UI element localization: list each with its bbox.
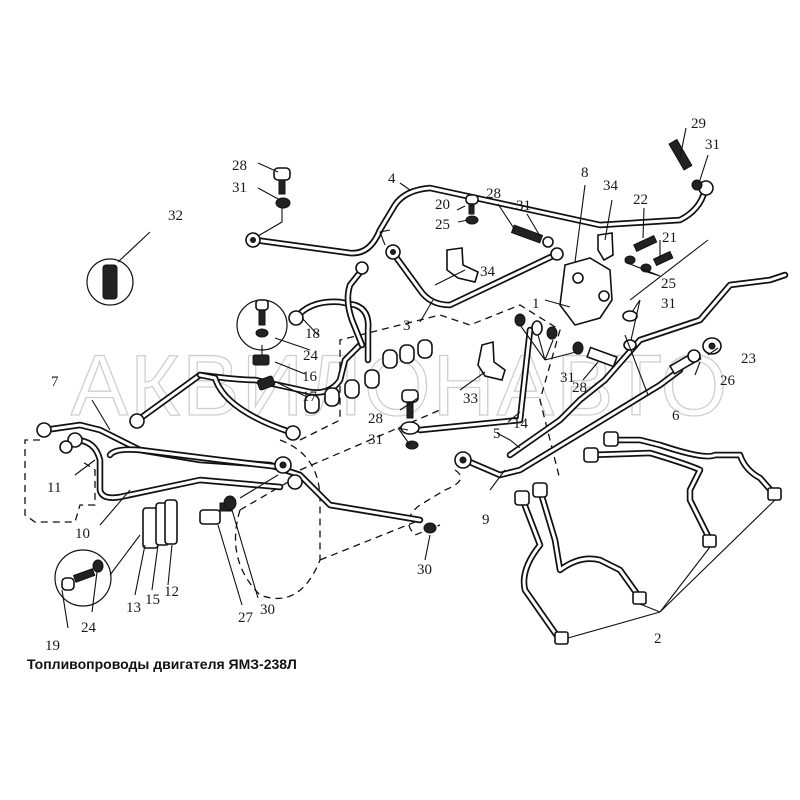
callout-20: 20 <box>435 197 450 213</box>
callout-15: 15 <box>145 592 160 608</box>
callout-28: 28 <box>232 158 247 174</box>
callout-31: 31 <box>560 370 575 386</box>
callout-13: 13 <box>126 600 141 616</box>
callout-31: 31 <box>232 180 247 196</box>
callout-2: 2 <box>654 631 662 647</box>
callout-31: 31 <box>705 137 720 153</box>
injector-pipes-upper <box>129 261 372 441</box>
callout-3: 3 <box>403 318 411 334</box>
callout-8: 8 <box>581 165 589 181</box>
callout-6: 6 <box>672 408 680 424</box>
bracket-8 <box>559 257 613 326</box>
callout-29: 29 <box>691 116 706 132</box>
pipes-2 <box>514 431 782 645</box>
callout-34: 34 <box>603 178 619 194</box>
callout-7: 7 <box>51 374 59 390</box>
callout-24: 24 <box>81 620 97 636</box>
callout-26: 26 <box>720 373 736 389</box>
callout-14: 14 <box>513 416 529 432</box>
callouts: 28 31 4 20 25 28 31 8 34 22 21 25 29 31 … <box>45 116 756 654</box>
small-parts <box>142 138 722 549</box>
callout-28: 28 <box>572 380 587 396</box>
callout-23: 23 <box>741 351 756 367</box>
callout-10: 10 <box>75 526 90 542</box>
callout-25: 25 <box>435 217 450 233</box>
callout-33: 33 <box>463 391 478 407</box>
callout-31: 31 <box>661 296 676 312</box>
leader-lines <box>61 127 719 629</box>
callout-32: 32 <box>168 208 183 224</box>
callout-11: 11 <box>47 480 61 496</box>
pipe-4 <box>245 180 714 257</box>
callout-27: 27 <box>238 610 254 626</box>
diagram-caption: Топливопроводы двигателя ЯМЗ-238Л <box>27 656 297 672</box>
callout-30: 30 <box>260 602 275 618</box>
callout-5: 5 <box>493 426 501 442</box>
callout-31: 31 <box>368 432 383 448</box>
callout-28: 28 <box>486 186 501 202</box>
callout-24: 24 <box>303 348 319 364</box>
callout-34: 34 <box>480 264 496 280</box>
pipes-9-14-5-6 <box>416 271 789 479</box>
callout-12: 12 <box>164 584 179 600</box>
callout-30: 30 <box>417 562 432 578</box>
callout-17: 17 <box>302 389 318 405</box>
callout-21: 21 <box>662 230 677 246</box>
callout-9: 9 <box>482 512 490 528</box>
callout-18: 18 <box>305 326 320 342</box>
injector-nozzles <box>304 339 433 414</box>
callout-19: 19 <box>45 638 60 654</box>
callout-1: 1 <box>532 296 540 312</box>
detail-circles <box>54 258 288 607</box>
callout-22: 22 <box>633 192 648 208</box>
pipes-7-10-11 <box>36 421 424 524</box>
callout-16: 16 <box>302 369 318 385</box>
callout-31: 31 <box>516 198 531 214</box>
callout-25: 25 <box>661 276 676 292</box>
callout-28: 28 <box>368 411 383 427</box>
callout-4: 4 <box>388 171 396 187</box>
